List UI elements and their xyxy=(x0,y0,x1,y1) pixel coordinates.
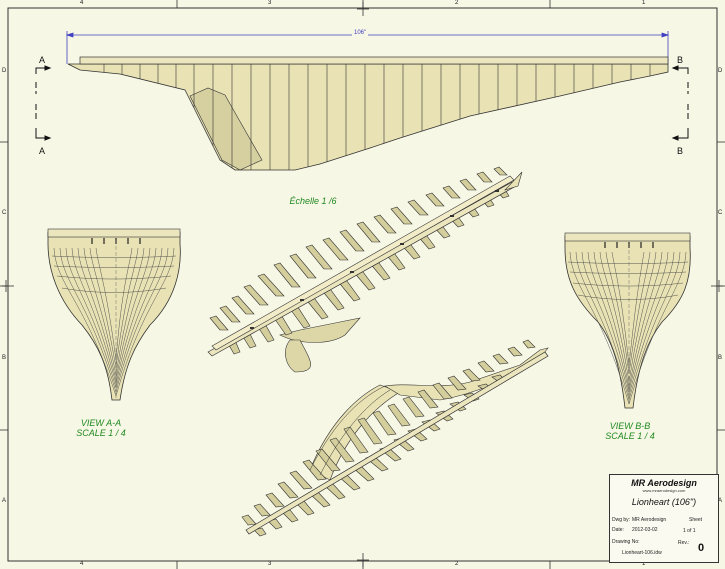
zone-col-2-bottom: 2 xyxy=(455,561,459,567)
zone-col-4-bottom: 4 xyxy=(80,561,84,567)
zone-row-a-left: A xyxy=(2,498,7,504)
isometric-view-top xyxy=(207,166,523,373)
view-b-b-title: VIEW B-B xyxy=(609,421,651,431)
section-b-label-top: B xyxy=(677,55,684,65)
sheet-label: Sheet xyxy=(689,517,703,523)
zone-row-c-left: C xyxy=(2,210,7,216)
revision-value: 0 xyxy=(698,542,705,554)
zone-row-c-right: C xyxy=(718,210,723,216)
view-a-a-caption: VIEW A-A SCALE 1 / 4 xyxy=(56,418,146,438)
zone-col-2-top: 2 xyxy=(455,0,459,6)
zone-row-d-left: D xyxy=(2,68,7,74)
zone-row-d-right: D xyxy=(718,68,723,74)
side-profile-view xyxy=(67,56,669,171)
title-block: MR Aerodesign www.mraerodesign.com Lionh… xyxy=(609,474,719,563)
section-view-a-a xyxy=(47,228,181,401)
company-website: www.mraerodesign.com xyxy=(642,488,686,493)
zone-col-1-top: 1 xyxy=(642,0,646,6)
section-a-label-top: A xyxy=(39,55,46,65)
section-cut-markers xyxy=(35,65,689,141)
section-b-label-bottom: B xyxy=(677,146,684,156)
view-a-a-title: VIEW A-A xyxy=(80,418,122,428)
overall-length-dimension: 106" xyxy=(352,30,369,36)
sheet-value: 1 of 1 xyxy=(683,528,696,534)
section-view-b-b xyxy=(564,232,691,409)
drawing-no-label: Drawing No: xyxy=(612,539,640,545)
drawing-no-value: Lionheart-106.idw xyxy=(622,550,662,556)
drawing-title: Lionheart (106") xyxy=(631,497,697,507)
inner-border xyxy=(7,7,718,562)
zone-row-b-left: B xyxy=(2,355,7,361)
zone-row-b-right: B xyxy=(718,355,723,361)
zone-col-3-top: 3 xyxy=(268,0,272,6)
zone-col-3-bottom: 3 xyxy=(268,561,272,567)
view-b-b-scale: SCALE 1 / 4 xyxy=(605,431,655,441)
scale-note: Échelle 1 /6 xyxy=(289,196,337,206)
revision-label: Rev.: xyxy=(678,540,690,546)
date-value: 2012-03-02 xyxy=(632,527,658,533)
isometric-view-bottom xyxy=(241,339,549,537)
zone-row-a-right: A xyxy=(718,498,723,504)
dwg-by-value: MR Aerodesign xyxy=(632,517,667,523)
date-label: Date: xyxy=(612,527,624,533)
view-b-b-caption: VIEW B-B SCALE 1 / 4 xyxy=(585,421,675,441)
section-a-label-bottom: A xyxy=(39,146,46,156)
zone-col-1-bottom: 1 xyxy=(642,561,646,567)
view-a-a-scale: SCALE 1 / 4 xyxy=(76,428,126,438)
company-name: MR Aerodesign xyxy=(631,478,697,488)
dwg-by-label: Dwg by: xyxy=(612,517,631,523)
zone-col-4-top: 4 xyxy=(80,0,84,6)
